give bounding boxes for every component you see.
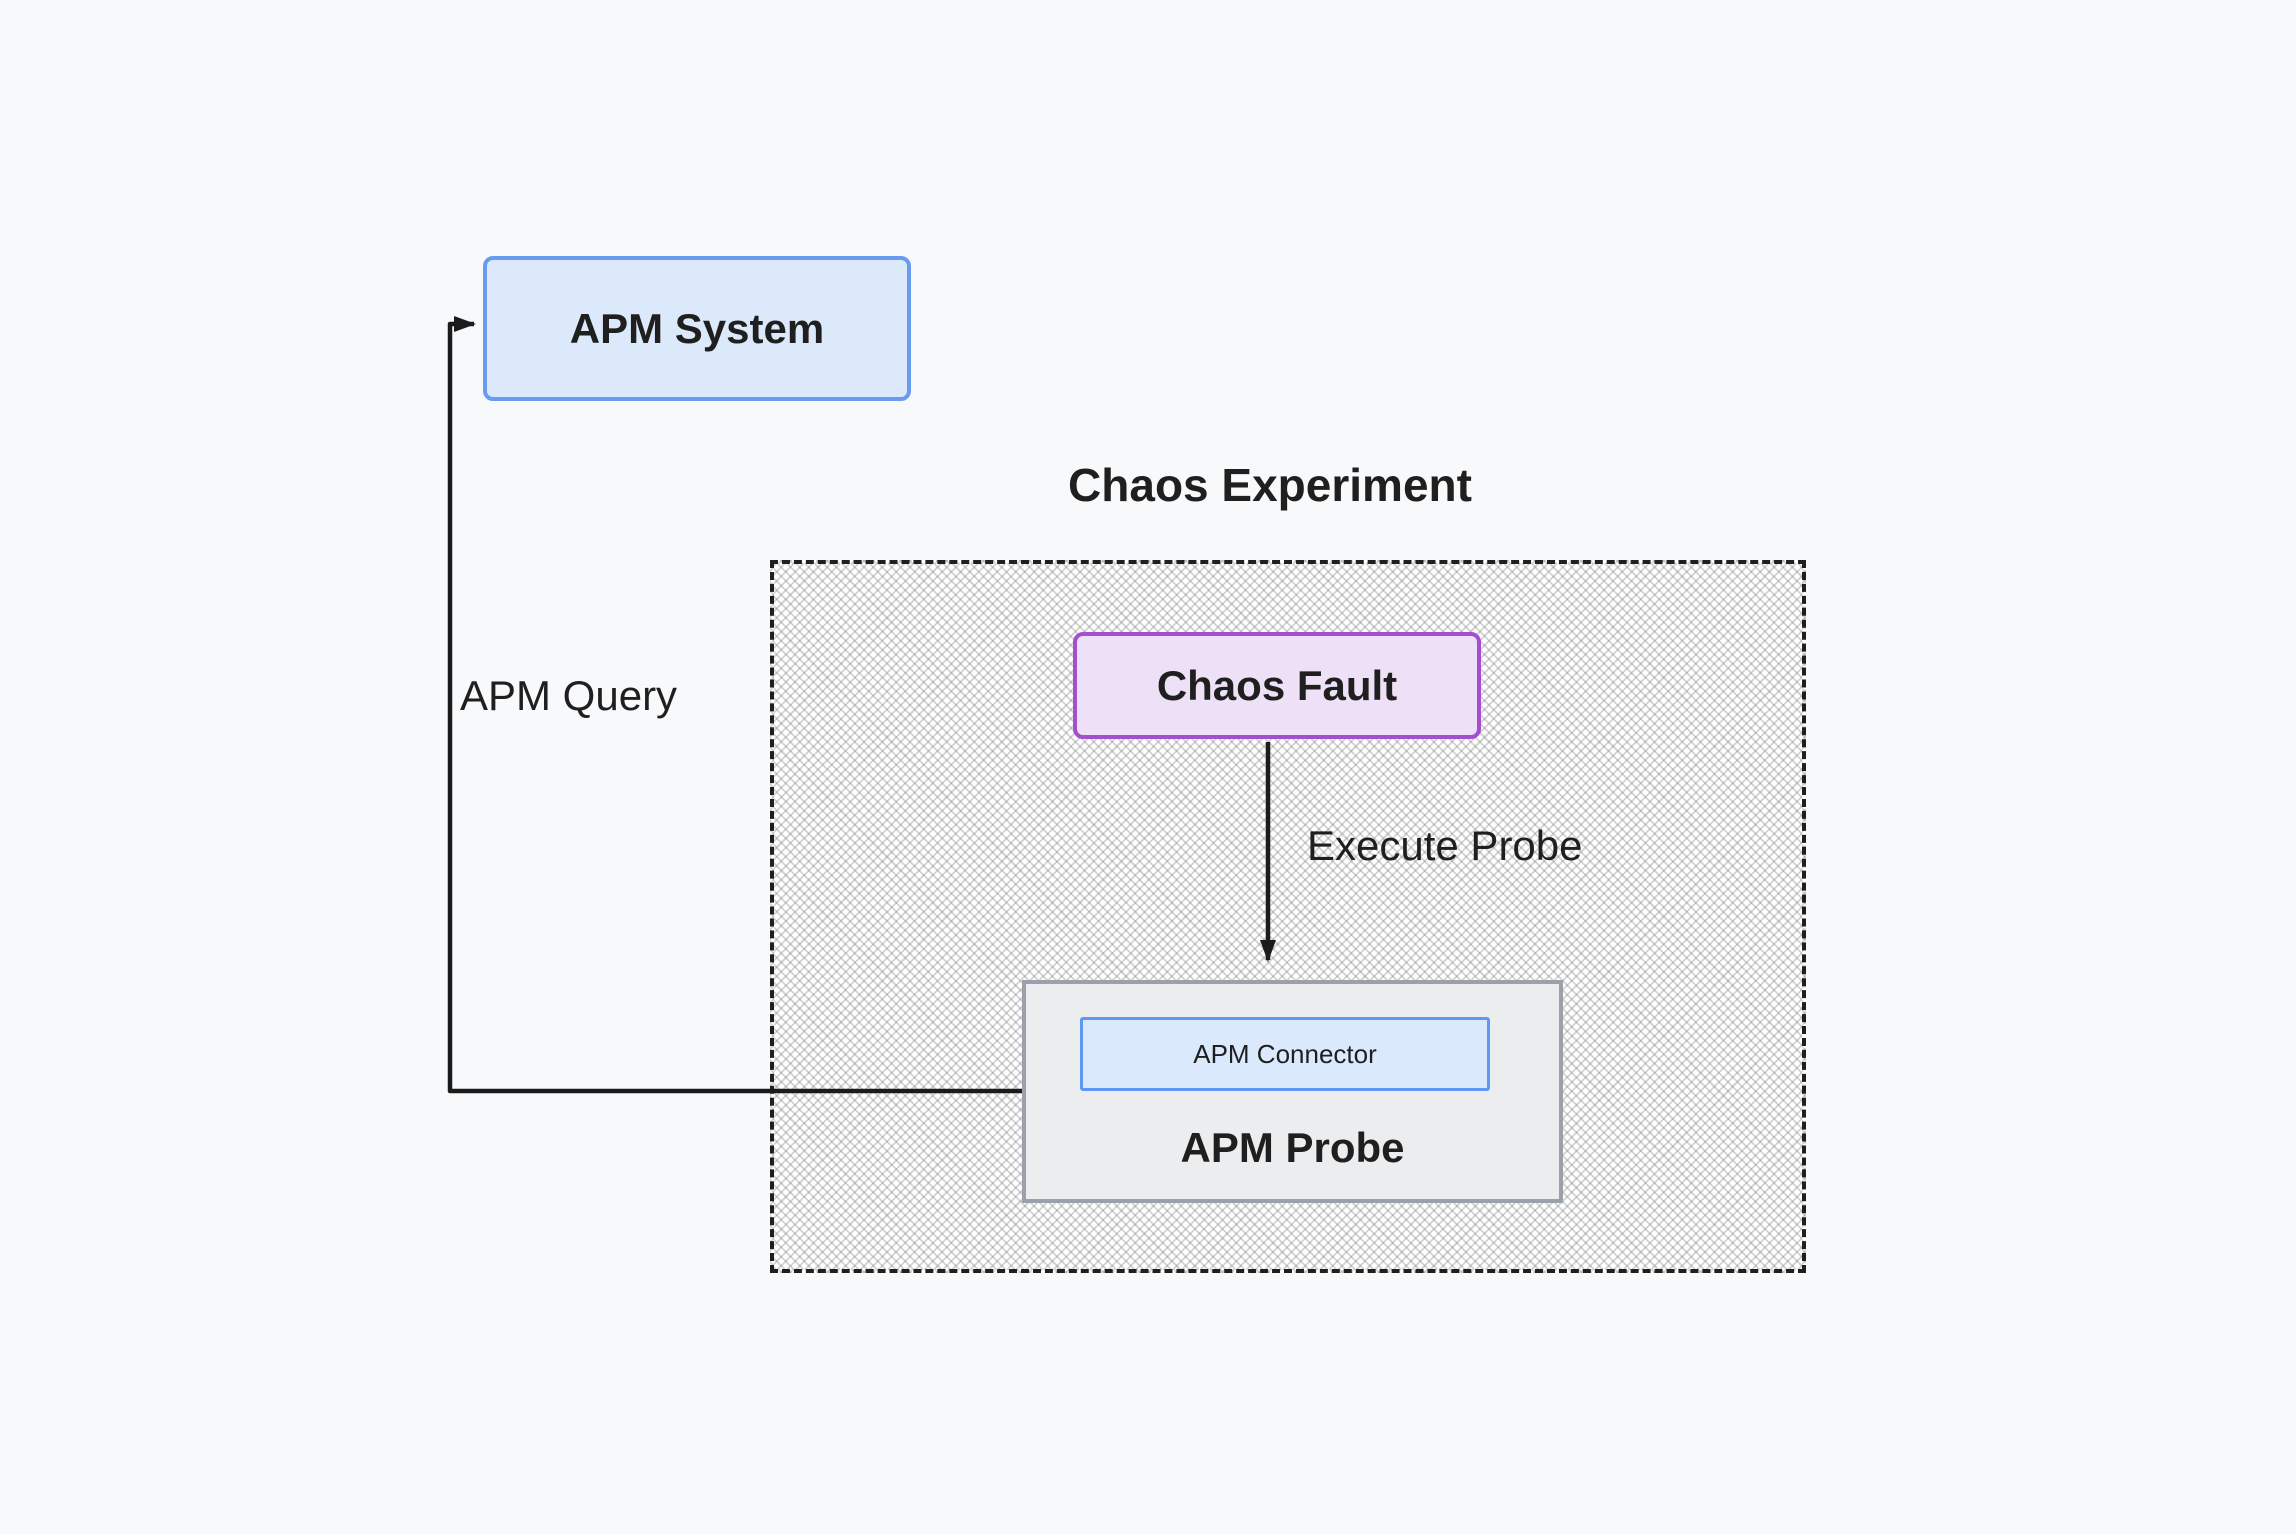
group-title-chaos-experiment: Chaos Experiment	[1068, 459, 1472, 511]
edge-label-apm-query: APM Query	[460, 672, 678, 719]
node-apm-connector-label: APM Connector	[1193, 1038, 1377, 1069]
node-apm-probe: APM Connector APM Probe	[1022, 980, 1563, 1203]
node-apm-system-label: APM System	[569, 304, 825, 352]
node-chaos-fault-label: Chaos Fault	[1156, 661, 1398, 709]
node-apm-probe-label: APM Probe	[1180, 1124, 1405, 1171]
edge-label-execute-probe: Execute Probe	[1307, 822, 1583, 869]
node-apm-connector: APM Connector	[1080, 1017, 1490, 1091]
node-apm-system: APM System	[483, 256, 911, 401]
node-chaos-fault: Chaos Fault	[1073, 632, 1481, 739]
